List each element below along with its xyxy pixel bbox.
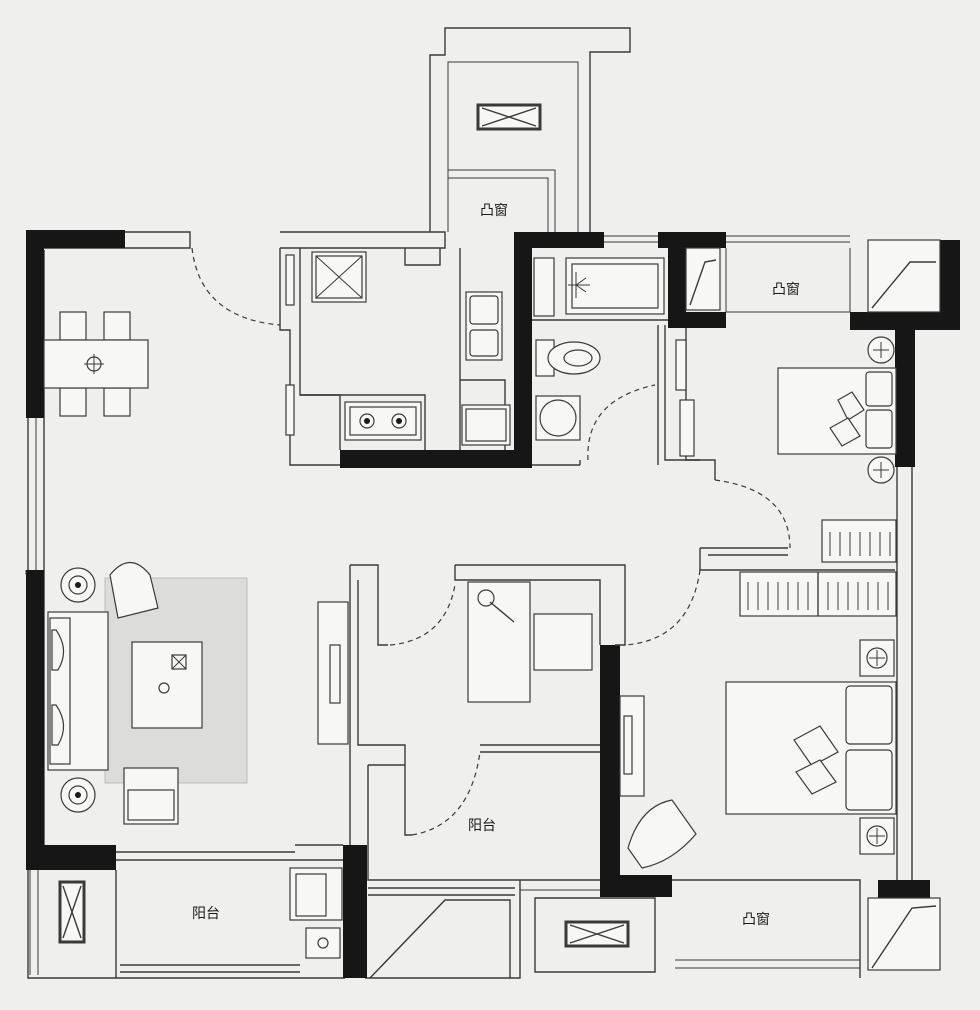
side-lamp-bottom (60, 777, 96, 813)
kitchen-cabinet (461, 404, 511, 446)
desk-chair (533, 613, 593, 671)
sofa (47, 611, 109, 771)
toilet (535, 339, 601, 377)
fridge (311, 251, 367, 303)
master-chair (627, 799, 697, 869)
washing-machine (289, 867, 343, 921)
laundry-sink (305, 927, 341, 959)
outer-outline (27, 27, 913, 979)
corner-box-bottom-right (867, 897, 941, 971)
label-bay-window-bedroom: 凸窗 (772, 281, 800, 298)
label-balcony-middle: 阳台 (468, 818, 496, 834)
shaft-bottom (564, 920, 630, 948)
shaft-top (476, 103, 542, 131)
label-bay-window-top: 凸窗 (480, 202, 508, 219)
corner-box-top-mid (685, 247, 721, 311)
doors (191, 247, 791, 836)
bedside-lamp-3 (859, 639, 895, 677)
armchair-bottom (123, 767, 179, 825)
side-lamp-top (60, 567, 96, 603)
coffee-table (131, 641, 203, 729)
label-bay-window-bottom: 凸窗 (742, 911, 770, 928)
desk (467, 581, 531, 703)
bedside-lamp-2 (867, 456, 895, 484)
wardrobe-small (821, 519, 897, 563)
label-balcony-left: 阳台 (192, 906, 220, 922)
bed-small (777, 367, 897, 455)
dining-set (43, 311, 149, 417)
corner-box-top-right (867, 239, 941, 313)
stove (344, 401, 422, 441)
walls (26, 230, 960, 978)
bedside-lamp-4 (859, 817, 895, 855)
bed-master (725, 681, 897, 815)
windows (25, 235, 860, 975)
partitions (115, 248, 895, 979)
bedside-lamp-1 (867, 336, 895, 364)
kitchen-doorframe (285, 254, 295, 436)
bath-shelf (533, 257, 695, 457)
kitchen-sink (465, 291, 503, 361)
shaft-left (58, 880, 86, 944)
master-tv (619, 695, 645, 797)
bathtub (565, 257, 665, 315)
washbasin (535, 395, 581, 441)
tv-cabinet (317, 601, 349, 745)
wardrobe-master (739, 571, 897, 617)
armchair-top (109, 561, 159, 619)
